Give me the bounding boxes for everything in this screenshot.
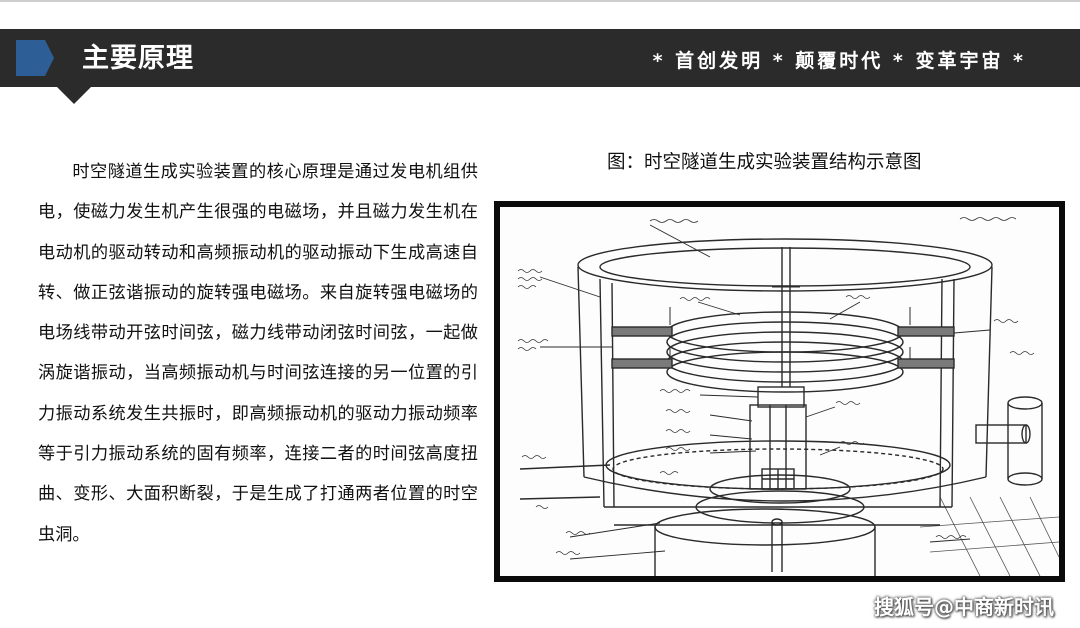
principle-paragraph: 时空隧道生成实验装置的核心原理是通过发电机组供电，使磁力发生机产生很强的电磁场，… — [38, 162, 478, 545]
header-pointer — [57, 87, 91, 104]
apparatus-sketch — [500, 207, 1059, 576]
page-title: 主要原理 — [82, 43, 194, 74]
header-band — [0, 29, 1080, 87]
apparatus-diagram-icon — [517, 217, 1059, 576]
figure-caption: 图：时空隧道生成实验装置结构示意图 — [607, 152, 922, 173]
header-slogan: * 首创发明 * 颠覆时代 * 变革宇宙 * — [652, 50, 1026, 72]
watermark: 搜狐号@中商新时讯 — [874, 595, 1054, 619]
top-divider — [0, 0, 1080, 2]
pentagon-badge-icon — [16, 40, 54, 76]
figure-frame — [494, 201, 1065, 582]
